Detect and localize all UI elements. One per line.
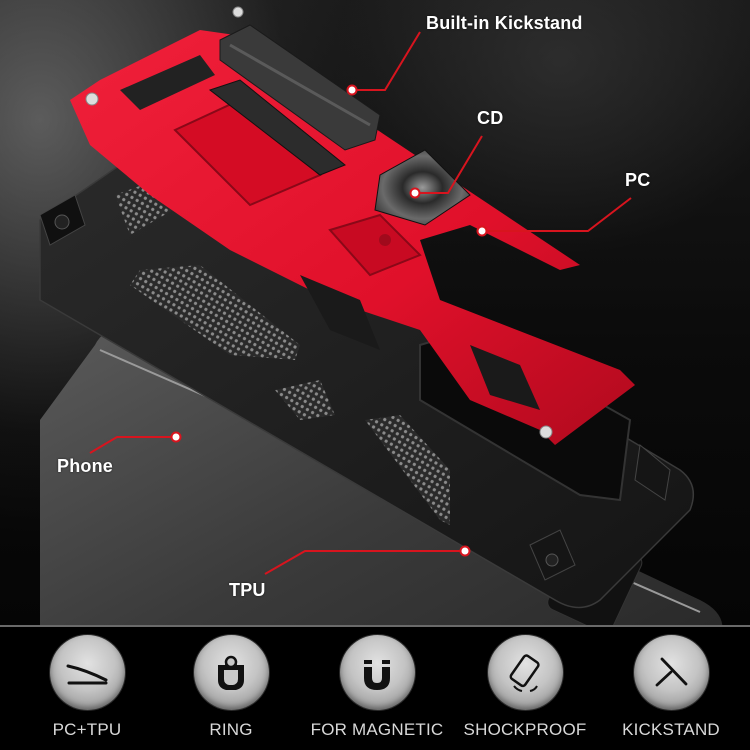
section-divider <box>0 625 750 627</box>
feature-label: SHOCKPROOF <box>463 720 587 739</box>
cd-metal-plate <box>374 149 471 226</box>
feature-shockproof: SHOCKPROOF <box>450 635 600 750</box>
callout-dots <box>170 84 488 557</box>
exploded-case-illustration <box>39 6 723 625</box>
feature-strip: PC+TPU RING FOR MAGNETIC SHOCKPROOF KICK… <box>0 627 750 750</box>
feature-label: RING <box>209 720 253 739</box>
feature-magnetic: FOR MAGNETIC <box>302 635 452 750</box>
magnet-icon <box>339 635 415 710</box>
callout-label-kickstand: Built-in Kickstand <box>426 13 583 33</box>
product-hero-image: Built-in Kickstand CD PC Phone TPU <box>0 0 750 625</box>
feature-ring: RING <box>156 635 306 750</box>
feature-kickstand: KICKSTAND <box>596 635 746 750</box>
shockproof-phone-icon <box>487 635 563 710</box>
callout-lines <box>89 31 632 575</box>
kickstand-hinge <box>208 24 381 176</box>
feature-label: FOR MAGNETIC <box>310 720 444 739</box>
callout-label-cd: CD <box>477 108 504 128</box>
ring-holder-icon <box>193 635 269 710</box>
feature-pc-tpu: PC+TPU <box>12 635 162 750</box>
feature-label: PC+TPU <box>52 720 122 739</box>
kickstand-icon <box>633 635 709 710</box>
layers-curve-icon <box>49 635 125 710</box>
pc-frame-red <box>70 6 635 445</box>
callout-label-tpu: TPU <box>229 580 266 600</box>
callout-label-phone: Phone <box>57 456 114 476</box>
callout-label-pc: PC <box>625 170 651 190</box>
feature-label: KICKSTAND <box>622 720 720 739</box>
